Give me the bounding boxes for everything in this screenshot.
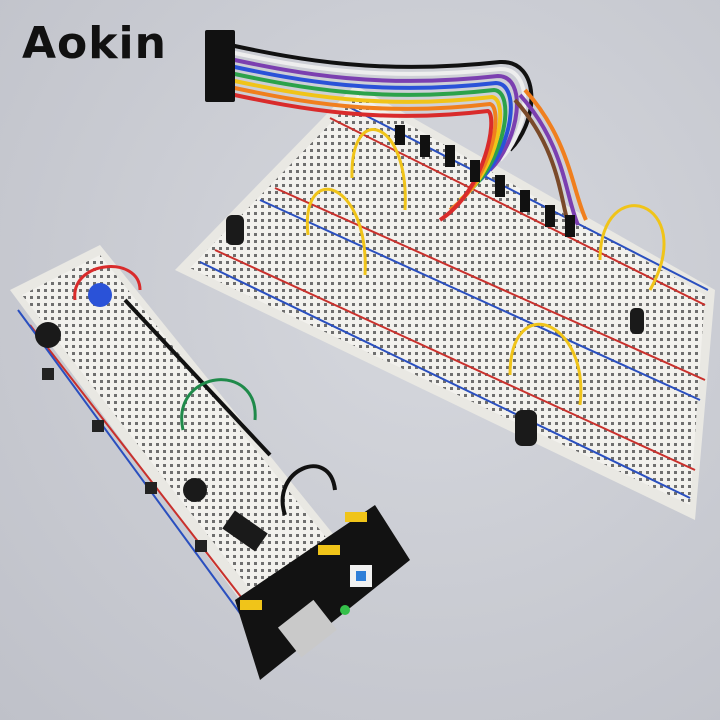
ic-chip bbox=[222, 510, 268, 552]
push-buttons bbox=[42, 368, 207, 552]
buzzer-2 bbox=[183, 478, 207, 502]
red-jumper-wire bbox=[73, 265, 142, 301]
potentiometer bbox=[88, 283, 112, 307]
yellow-jumper-wires bbox=[305, 128, 666, 406]
electrolytic-capacitors bbox=[226, 215, 644, 446]
power-supply-module bbox=[235, 505, 410, 680]
brand-logo: Aokin bbox=[22, 18, 167, 69]
green-jumper-wire bbox=[180, 378, 257, 431]
dupont-connectors bbox=[205, 30, 575, 237]
small-breadboard bbox=[10, 245, 350, 621]
buzzer bbox=[35, 322, 61, 348]
power-led bbox=[340, 605, 350, 615]
usb-port bbox=[277, 599, 337, 658]
large-breadboard bbox=[175, 85, 715, 520]
black-jumper-wire bbox=[123, 298, 337, 516]
